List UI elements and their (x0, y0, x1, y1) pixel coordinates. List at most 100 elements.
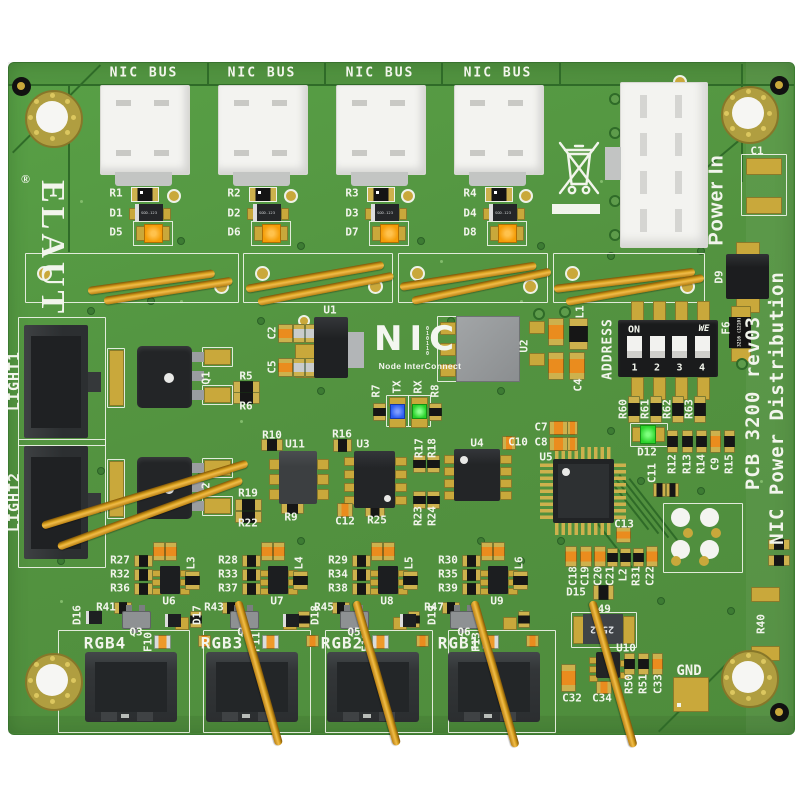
dip-switch-lever (627, 336, 642, 358)
solder-pad (529, 321, 545, 334)
brand-text: ELAUT (34, 180, 71, 318)
silkscreen-label-c11: C11 (645, 463, 659, 483)
transistor-leg (247, 605, 253, 611)
resistor-chip (242, 555, 261, 567)
resistor-chip (427, 455, 440, 473)
solder-pad (500, 455, 512, 464)
pad-ring (409, 265, 425, 281)
resistor-chip (607, 548, 618, 567)
silkscreen-label-r8: R8 (428, 384, 442, 398)
speckle (440, 260, 443, 263)
silkscreen-box (107, 459, 125, 519)
resistor-chip (190, 611, 202, 628)
capacitor-chip (710, 430, 721, 453)
u5-dot (562, 468, 570, 476)
capacitor-chip (569, 352, 585, 380)
pad-ring (736, 358, 748, 370)
solder-pad (281, 208, 289, 220)
silkscreen-label-u5: U5 (539, 450, 553, 464)
silkscreen-label-r7: R7 (369, 384, 383, 398)
hole-dot (34, 662, 40, 668)
silkscreen-label-c22: C22 (643, 566, 657, 586)
power-in-label: Power In (705, 154, 728, 246)
capacitor-chip (493, 542, 505, 561)
hole-dot (28, 677, 33, 683)
capacitor-chip (371, 542, 383, 561)
resistor-chip (696, 430, 707, 453)
silkscreen-label-f6: F6 (719, 321, 733, 335)
silkscreen-label-r30: R30 (438, 553, 458, 567)
u1-ic (314, 317, 348, 378)
d15-diode (593, 585, 614, 600)
silkscreen-label-q1: Q1 (199, 371, 213, 385)
connector-slot (272, 100, 287, 106)
silkscreen-label-u11: U11 (285, 437, 305, 451)
pad-ring (254, 265, 270, 281)
solder-pad (440, 343, 456, 356)
connector-slot (272, 150, 287, 156)
rgb-connector-mark (363, 714, 371, 718)
transistor-leg (192, 501, 204, 511)
via (97, 467, 105, 475)
silkscreen-label-r35: R35 (438, 567, 458, 581)
capacitor-chip (165, 542, 177, 561)
connector-slot (640, 209, 647, 232)
capacitor-chip (549, 421, 568, 435)
resistor-chip (242, 569, 261, 581)
resistor-chip (413, 455, 426, 473)
hole-dot (745, 132, 751, 137)
bus-diode: SOD-123 (253, 204, 281, 221)
capacitor-chip (273, 542, 285, 561)
transistor-leg (350, 627, 356, 633)
connector-slot (234, 100, 249, 106)
u2-module (456, 316, 520, 382)
mounting-hole-bore (732, 97, 764, 129)
resistor-chip (624, 653, 635, 675)
speckle (520, 300, 523, 303)
resistor-chip (694, 396, 706, 423)
gnd-pad-dot (677, 703, 681, 707)
solder-pad (395, 457, 407, 466)
hole-dot (767, 674, 772, 680)
silkscreen-label-rgb3: RGB3 (200, 633, 244, 653)
silkscreen-label-c32: C32 (562, 691, 582, 705)
connector-tab (469, 172, 526, 186)
silkscreen-label-d2: D2 (227, 206, 241, 220)
solder-pad (440, 322, 456, 335)
hole-dot (767, 110, 772, 116)
capacitor-chip (416, 635, 429, 647)
connector-slot (640, 133, 647, 156)
capacitor-chip (549, 437, 568, 451)
connector-slot (116, 150, 131, 156)
dip-on-label: ON (627, 324, 641, 336)
copper-trace (207, 63, 209, 84)
via (537, 242, 545, 250)
drill-hole-center (775, 81, 783, 89)
silkscreen-label-r4: R4 (463, 186, 477, 200)
silkscreen-label-r19: R19 (238, 486, 258, 500)
connector-slot (352, 100, 367, 106)
connector-slot (470, 100, 485, 106)
via (557, 537, 565, 545)
channel-ic (160, 566, 180, 594)
u5-pins-left (540, 463, 553, 519)
bus-resistor-dot (494, 191, 497, 194)
dip-switch-lever (694, 336, 710, 358)
capacitor-chip (646, 546, 658, 567)
board-title-line1: PCB 3200 rev03 (742, 315, 764, 491)
via (297, 242, 305, 250)
nic-bus-label: NIC BUS (463, 65, 533, 81)
rgb-connector-inner (216, 662, 288, 712)
resistor-chip (134, 569, 153, 581)
silkscreen-label-r40: R40 (754, 614, 768, 634)
silkscreen-label-u9: U9 (490, 594, 504, 608)
dip-position-1: 1 (631, 362, 638, 374)
pad-ring (559, 306, 571, 318)
dip-switch-lever (649, 336, 665, 358)
capacitor-chip (278, 324, 293, 343)
silkscreen-label-d1: D1 (109, 206, 123, 220)
solder-pad (746, 197, 782, 214)
nic-bus-connector (454, 85, 544, 175)
capacitor-chip (561, 664, 576, 692)
rgb-connector-notch (343, 712, 359, 721)
